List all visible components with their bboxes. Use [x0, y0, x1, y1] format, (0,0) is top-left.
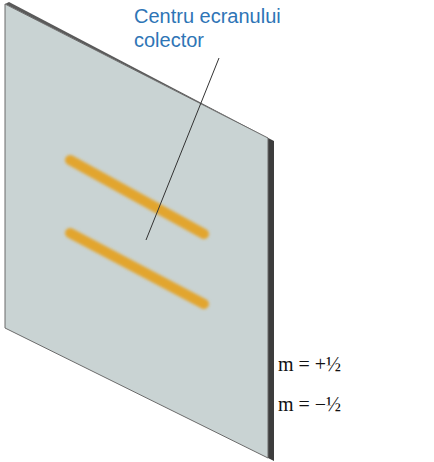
spin-up-band [70, 160, 204, 234]
spin-down-band [70, 233, 204, 304]
callout-label: Centru ecranului colector [134, 4, 294, 52]
screen-edge [268, 138, 274, 461]
leader-line [146, 58, 219, 240]
spin-label: m = +½ [278, 352, 341, 376]
spin-label: m = −½ [278, 392, 341, 416]
screen-face [5, 4, 268, 458]
